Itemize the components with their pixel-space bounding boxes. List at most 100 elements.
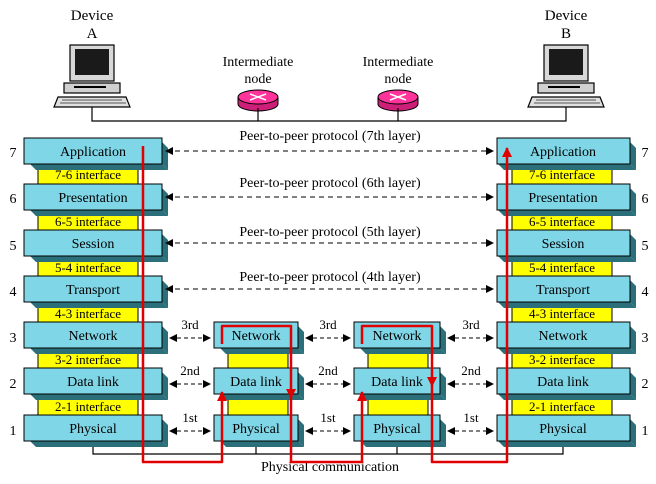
router-icon — [377, 89, 419, 112]
interface-label: 5-4 interface — [55, 260, 121, 275]
interface-label: 6-5 interface — [55, 214, 121, 229]
interface-label: 6-5 interface — [529, 214, 595, 229]
layer-number: 2 — [642, 377, 649, 392]
hop-label-1st: 1st — [182, 410, 198, 425]
layer-label: Presentation — [58, 191, 127, 206]
interface-label: 2-1 interface — [55, 399, 121, 414]
layer-number: 3 — [10, 331, 17, 346]
layer-number: 4 — [10, 285, 17, 300]
hop-label-3rd: 3rd — [462, 317, 480, 332]
interface-label: 4-3 interface — [529, 306, 595, 321]
interface-label: 3-2 interface — [529, 352, 595, 367]
intermediate-node-2-line1: Intermediate — [363, 55, 434, 70]
layer-number: 5 — [642, 239, 649, 254]
intermediate-node-1-line2: node — [244, 72, 271, 87]
layer-label: Transport — [536, 283, 590, 298]
layer-box-physical — [23, 414, 163, 442]
interface-label: 2-1 interface — [529, 399, 595, 414]
interface-label: 7-6 interface — [529, 167, 595, 182]
node-layer-label: Data link — [371, 375, 423, 390]
hop-arrows: 3rd 3rd 3rd 2nd 2nd 2nd 1st 1st 1st — [169, 317, 494, 435]
layer-label: Session — [542, 237, 585, 252]
intermediate-node-2-line2: node — [384, 72, 411, 87]
physical-communication-label: Physical communication — [261, 460, 399, 475]
layer-box-physical — [496, 414, 631, 442]
device-a-letter: A — [87, 26, 98, 42]
device-b: Device B — [527, 8, 605, 108]
peer-protocols: Peer-to-peer protocol (7th layer) Peer-t… — [165, 129, 494, 293]
layer-number: 3 — [642, 331, 649, 346]
layer-number: 2 — [10, 377, 17, 392]
hop-label-2nd: 2nd — [461, 363, 481, 378]
layer-number: 6 — [642, 192, 649, 207]
hop-label-2nd: 2nd — [180, 363, 200, 378]
layer-number: 1 — [10, 424, 17, 439]
device-a: Device A — [53, 8, 131, 108]
device-b-stack: Application Presentation Session Transpo… — [496, 137, 636, 447]
node-layer-box-data-link — [353, 367, 441, 395]
node-layer-box-data-link — [213, 367, 299, 395]
device-a-stack: Application Presentation Session Transpo… — [23, 137, 168, 447]
layer-label: Transport — [66, 283, 120, 298]
physical-link — [92, 447, 564, 455]
interface-label: 7-6 interface — [55, 167, 121, 182]
layer-label: Physical — [539, 422, 587, 437]
layer-label: Data link — [67, 375, 119, 390]
layer-label: Physical — [69, 422, 117, 437]
node-2-stack: Network Data link Physical — [353, 321, 446, 447]
layer-box-data-link — [496, 367, 631, 395]
layer-number: 7 — [10, 146, 17, 161]
device-b-letter: B — [561, 26, 571, 42]
node-layer-box-physical — [353, 414, 441, 442]
layer-number: 7 — [642, 146, 649, 161]
node-layer-box-physical — [213, 414, 299, 442]
node-layer-label: Data link — [230, 375, 282, 390]
layer-box-transport — [496, 275, 631, 303]
layer-box-session — [23, 229, 163, 257]
computer-icon — [53, 44, 131, 108]
layer-box-network — [496, 321, 631, 349]
intermediate-node-1: Intermediate node — [223, 55, 294, 112]
interface-label: 5-4 interface — [529, 260, 595, 275]
layer-number: 5 — [10, 239, 17, 254]
hop-label-1st: 1st — [320, 410, 336, 425]
peer-protocol-label: Peer-to-peer protocol (7th layer) — [239, 129, 421, 144]
computer-icon — [527, 44, 605, 108]
layer-numbers-right: 7 6 5 4 3 2 1 — [642, 146, 649, 439]
device-a-title: Device — [71, 8, 114, 24]
node-layer-label: Network — [232, 329, 281, 344]
layer-label: Network — [539, 329, 588, 344]
layer-number: 4 — [642, 285, 649, 300]
node-layer-label: Network — [373, 329, 422, 344]
node-1-stack: Network Data link Physical — [213, 321, 304, 447]
layer-label: Session — [72, 237, 115, 252]
layer-box-presentation — [496, 183, 631, 211]
layer-label: Presentation — [528, 191, 597, 206]
interface-label: 3-2 interface — [55, 352, 121, 367]
device-b-title: Device — [545, 8, 588, 24]
node-layer-label: Physical — [373, 422, 421, 437]
router-icon — [237, 89, 279, 112]
layer-box-network — [23, 321, 163, 349]
interface-label: 4-3 interface — [55, 306, 121, 321]
hop-label-1st: 1st — [463, 410, 479, 425]
layer-box-session — [496, 229, 631, 257]
layer-label: Data link — [537, 375, 589, 390]
layer-box-transport — [23, 275, 163, 303]
layer-label: Application — [60, 145, 126, 160]
hop-label-2nd: 2nd — [318, 363, 338, 378]
layer-box-application — [496, 137, 631, 165]
layer-number: 6 — [10, 192, 17, 207]
intermediate-node-1-line1: Intermediate — [223, 55, 294, 70]
peer-protocol-label: Peer-to-peer protocol (6th layer) — [239, 176, 421, 191]
data-path — [141, 146, 512, 464]
layer-box-presentation — [23, 183, 163, 211]
node-layer-label: Physical — [232, 422, 280, 437]
peer-protocol-label: Peer-to-peer protocol (4th layer) — [239, 270, 421, 285]
layer-number: 1 — [642, 424, 649, 439]
layer-box-data-link — [23, 367, 163, 395]
hop-label-3rd: 3rd — [319, 317, 337, 332]
layer-numbers-left: 7 6 5 4 3 2 1 — [10, 146, 17, 439]
hop-label-3rd: 3rd — [181, 317, 199, 332]
